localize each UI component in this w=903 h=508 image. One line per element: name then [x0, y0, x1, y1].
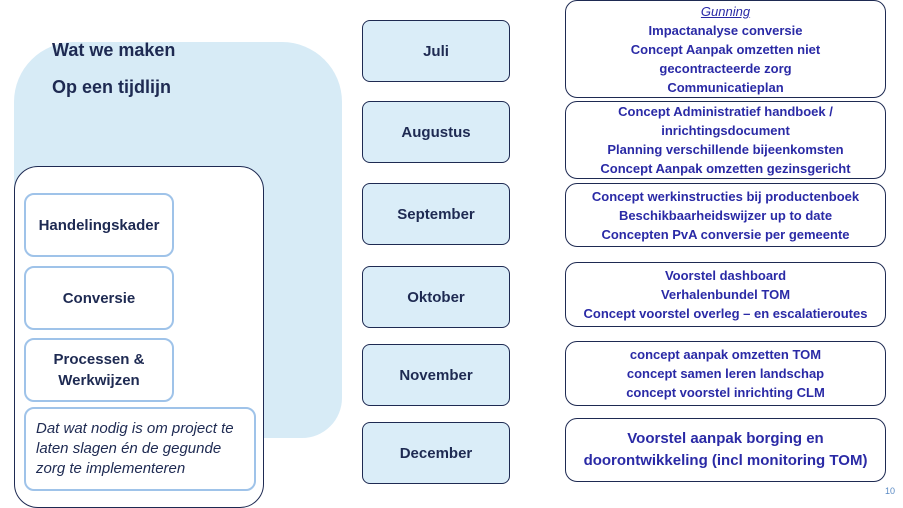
- deliverable-line: Concept Aanpak omzetten niet gecontracte…: [630, 41, 821, 76]
- deliverable-line: Voorstel dashboard: [664, 268, 787, 283]
- deliverables-augustus: Concept Administratief handboek / inrich…: [565, 101, 886, 179]
- deliverables-september: Concept werkinstructies bij productenboe…: [565, 183, 886, 247]
- deliverable-line: Communicatieplan: [667, 79, 784, 95]
- deliverables-november: concept aanpak omzetten TOM concept same…: [565, 341, 886, 406]
- month-september[interactable]: September: [362, 183, 510, 245]
- deliverable-line: Concept voorstel overleg – en escalatier…: [583, 306, 868, 321]
- deliverable-line: concept voorstel inrichting CLM: [626, 385, 825, 400]
- month-november[interactable]: November: [362, 344, 510, 406]
- category-processen[interactable]: Processen & Werkwijzen: [24, 338, 174, 402]
- deliverable-line: concept samen leren landschap: [626, 366, 825, 381]
- page-subtitle: Op een tijdlijn: [52, 77, 172, 97]
- month-juli[interactable]: Juli: [362, 20, 510, 82]
- category-handelingskader[interactable]: Handelingskader: [24, 193, 174, 257]
- deliverable-line: Impactanalyse conversie: [648, 22, 803, 38]
- month-december[interactable]: December: [362, 422, 510, 484]
- deliverable-line: Concept werkinstructies bij productenboe…: [591, 188, 860, 204]
- page-number: 10: [884, 486, 895, 496]
- category-note: Dat wat nodig is om project te laten sla…: [24, 407, 256, 491]
- deliverable-line: concept aanpak omzetten TOM: [629, 347, 822, 362]
- deliverable-heading: Gunning: [700, 3, 751, 19]
- deliverable-line: Concepten PvA conversie per gemeente: [601, 226, 850, 242]
- deliverable-line: Beschikbaarheidswijzer up to date: [618, 207, 833, 223]
- deliverable-line: Concept Administratief handboek / inrich…: [618, 104, 833, 138]
- deliverables-december: Voorstel aanpak borging en doorontwikkel…: [565, 418, 886, 482]
- page-title: Wat we maken: [52, 40, 176, 60]
- category-conversie[interactable]: Conversie: [24, 266, 174, 330]
- deliverable-line: Concept Aanpak omzetten gezinsgericht: [600, 161, 851, 176]
- deliverables-oktober: Voorstel dashboard Verhalenbundel TOM Co…: [565, 262, 886, 327]
- month-augustus[interactable]: Augustus: [362, 101, 510, 163]
- deliverable-line: Planning verschillende bijeenkomsten: [607, 142, 844, 157]
- deliverable-line: Verhalenbundel TOM: [660, 287, 791, 302]
- deliverable-line: Voorstel aanpak borging en doorontwikkel…: [583, 430, 868, 469]
- deliverables-juli: Gunning Impactanalyse conversie Concept …: [565, 0, 886, 98]
- month-oktober[interactable]: Oktober: [362, 266, 510, 328]
